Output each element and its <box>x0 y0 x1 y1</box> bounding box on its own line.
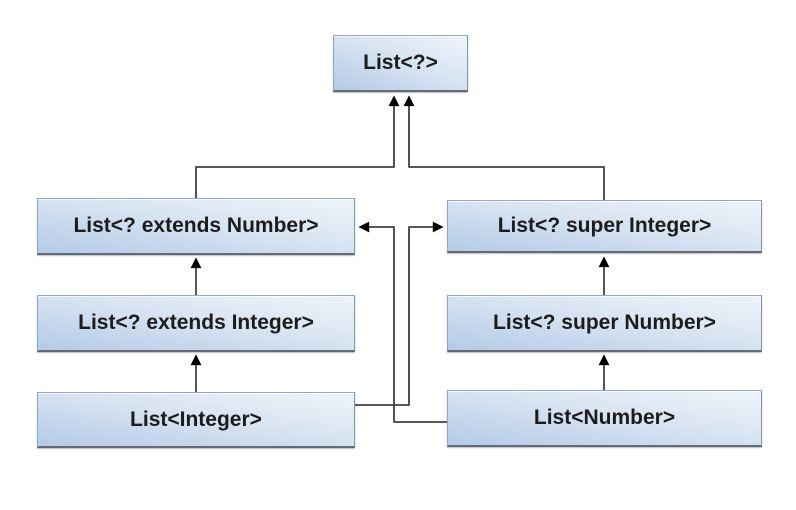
arrow-extends-number-to-root <box>195 95 400 198</box>
node-list-wildcard: List<?> <box>333 35 468 92</box>
arrow-number-to-extends-number <box>358 221 447 423</box>
node-list-super-number: List<? super Number> <box>447 295 762 352</box>
node-list-extends-number: List<? extends Number> <box>37 198 355 255</box>
node-list-number: List<Number> <box>447 390 762 447</box>
node-list-extends-integer: List<? extends Integer> <box>37 295 355 352</box>
arrow-integer-to-super-integer <box>355 221 444 406</box>
arrow-super-integer-to-root <box>403 95 605 200</box>
node-list-integer: List<Integer> <box>37 392 355 448</box>
node-list-super-integer: List<? super Integer> <box>447 200 762 253</box>
